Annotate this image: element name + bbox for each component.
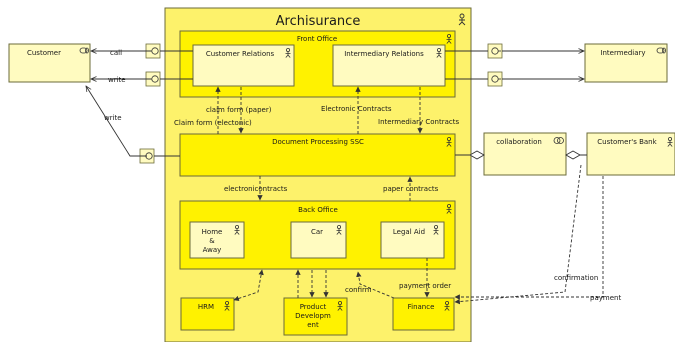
payment-flow <box>454 176 604 300</box>
write-diagonal-flow <box>86 86 147 157</box>
customers-bank-label: Customer's Bank <box>597 138 657 146</box>
confirmation-flow <box>454 164 582 305</box>
confirm-label: confirm <box>345 286 372 294</box>
customers-bank-box[interactable] <box>586 132 675 176</box>
back-office-label: Back Office <box>298 206 338 214</box>
car-box[interactable] <box>290 221 347 259</box>
role-icon <box>79 47 89 54</box>
actor-icon <box>446 33 452 44</box>
confirmation-label: confirmation <box>554 274 598 282</box>
actor-icon <box>224 300 230 311</box>
call-label: call <box>110 49 122 57</box>
confirm-flow <box>356 271 395 299</box>
home-away-label-1: Home <box>202 228 223 236</box>
actor-icon <box>458 13 466 26</box>
actor-icon <box>444 300 450 311</box>
collaboration-label: collaboration <box>496 138 542 146</box>
hrm-flow <box>233 269 264 302</box>
payment-order-label: payment order <box>399 282 451 290</box>
intermediary-relations-label: Intermediary Relations <box>344 50 424 58</box>
role-icon <box>656 47 666 54</box>
document-processing-box[interactable] <box>179 133 456 177</box>
actor-icon <box>446 203 452 214</box>
product-development-label-1: Product <box>300 303 327 311</box>
customer-actor-box[interactable] <box>8 43 91 83</box>
home-away-label-3: Away <box>203 246 222 254</box>
customer-relations-box[interactable] <box>192 44 295 87</box>
interface-icon[interactable] <box>145 71 161 87</box>
home-away-label-2: & <box>209 237 215 245</box>
collaboration-box[interactable] <box>483 132 567 176</box>
actor-icon <box>234 224 240 235</box>
claim-paper-label: claim form (paper) <box>206 106 272 114</box>
electronic-contracts-bottom-label: electronicontracts <box>224 185 288 193</box>
actor-icon <box>433 224 439 235</box>
product-development-label-3: ent <box>307 321 319 329</box>
product-development-box[interactable] <box>283 297 348 336</box>
write-label-diag: write <box>104 114 122 122</box>
actor-icon <box>285 47 291 58</box>
actor-icon <box>337 300 343 311</box>
finance-label: Finance <box>408 303 435 311</box>
intermediary-actor-box[interactable] <box>584 43 668 83</box>
electronic-contracts-top-label: Electronic Contracts <box>321 105 392 113</box>
actor-icon <box>336 224 342 235</box>
hrm-label: HRM <box>198 303 214 311</box>
document-processing-label: Document Processing SSC <box>272 138 364 146</box>
claim-electronic-label: Claim form (electonic) <box>174 119 252 127</box>
actor-icon <box>667 136 673 147</box>
legal-aid-label: Legal Aid <box>393 228 425 236</box>
interface-icon[interactable] <box>487 71 503 87</box>
actor-icon <box>446 136 452 147</box>
write-label-top: write <box>108 76 126 84</box>
front-office-label: Front Office <box>297 35 337 43</box>
payment-label: payment <box>590 294 621 302</box>
aggregation-diamond <box>469 150 485 160</box>
aggregation-diamond <box>565 150 581 160</box>
product-development-label-2: Developm <box>295 312 331 320</box>
actor-icon <box>436 47 442 58</box>
legal-aid-box[interactable] <box>380 221 445 259</box>
interface-icon[interactable] <box>487 43 503 59</box>
customer-relations-label: Customer Relations <box>206 50 275 58</box>
intermediary-actor-label: Intermediary <box>600 49 645 57</box>
intermediary-contracts-label: Intermediary Contracts <box>378 118 459 126</box>
home-away-box[interactable] <box>189 221 245 259</box>
collaboration-icon <box>553 137 564 144</box>
finance-box[interactable] <box>392 297 455 331</box>
diagram-title: Archisurance <box>276 14 361 29</box>
intermediary-relations-box[interactable] <box>332 44 446 87</box>
car-label: Car <box>311 228 323 236</box>
customer-actor-label: Customer <box>27 49 61 57</box>
paper-contracts-label: paper contracts <box>383 185 439 193</box>
